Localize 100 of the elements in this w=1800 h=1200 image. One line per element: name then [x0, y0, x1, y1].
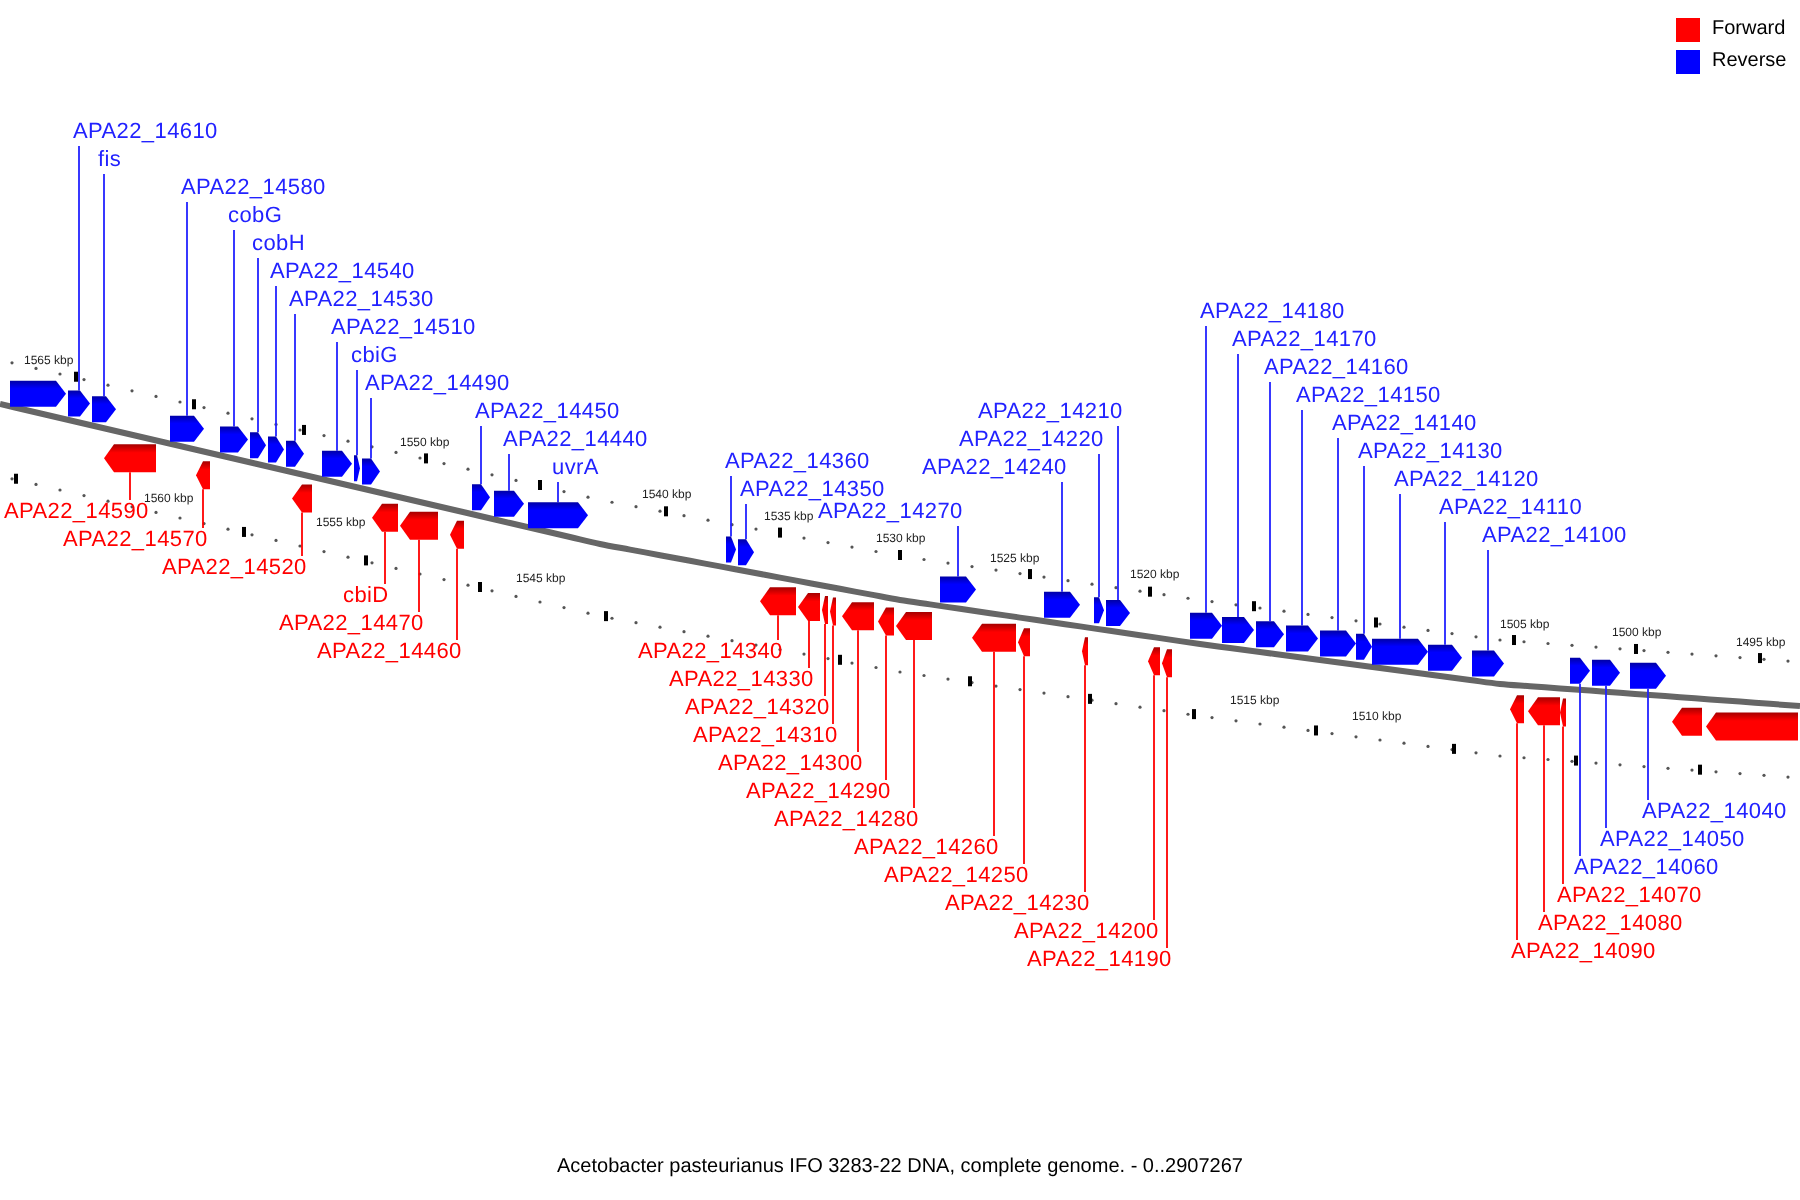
- gene-feature: [362, 458, 380, 485]
- leader-line: [370, 397, 372, 460]
- gene-feature: [1044, 591, 1080, 618]
- leader-line: [1166, 676, 1168, 949]
- gene-label: APA22_14060: [1574, 856, 1719, 882]
- gene-feature: [1570, 657, 1590, 684]
- gene-label: cbiG: [351, 344, 398, 370]
- gene-label: APA22_14470: [279, 612, 424, 638]
- gene-feature: [1148, 647, 1160, 676]
- leader-line: [913, 639, 915, 809]
- gene-label: fis: [98, 148, 122, 174]
- gene-label: APA22_14150: [1296, 384, 1441, 410]
- leader-line: [356, 369, 358, 457]
- leader-line: [418, 538, 420, 613]
- gene-feature: [1528, 697, 1560, 726]
- leader-line: [1023, 655, 1025, 865]
- leader-line: [1337, 437, 1339, 632]
- caption: Acetobacter pasteurianus IFO 3283-22 DNA, complete genome. - 0..2907267: [555, 1156, 1245, 1178]
- leader-line: [1237, 353, 1239, 618]
- gene-label: cbiD: [343, 584, 389, 610]
- gene-label: APA22_14570: [63, 528, 208, 554]
- leader-line: [103, 173, 105, 398]
- gene-label: APA22_14310: [693, 724, 838, 750]
- leader-line: [456, 547, 458, 641]
- leader-line: [1098, 453, 1100, 599]
- leader-line: [1117, 425, 1119, 601]
- gene-label: APA22_14260: [854, 836, 999, 862]
- leader-line: [557, 481, 559, 504]
- gene-label: APA22_14160: [1264, 356, 1409, 382]
- leader-line: [78, 145, 80, 392]
- gene-feature: [1672, 707, 1702, 736]
- gene-label: APA22_14340: [638, 640, 783, 666]
- gene-label: APA22_14110: [1439, 496, 1583, 522]
- gene-label: APA22_14180: [1200, 300, 1345, 326]
- leader-line: [257, 257, 259, 434]
- gene-label: APA22_14230: [945, 892, 1090, 918]
- gene-feature: [292, 484, 312, 513]
- gene-feature: [92, 396, 116, 423]
- gene-label: APA22_14210: [978, 400, 1123, 426]
- gene-label: APA22_14300: [718, 752, 863, 778]
- leader-line: [857, 629, 859, 753]
- legend-label: Reverse: [1712, 48, 1787, 74]
- gene-label: cobG: [228, 204, 283, 230]
- gene-label: uvrA: [552, 456, 599, 482]
- leader-line: [1605, 684, 1607, 829]
- gene-label: APA22_14330: [669, 668, 814, 694]
- gene-feature: [1706, 712, 1798, 741]
- gene-label: APA22_14460: [317, 640, 462, 666]
- leader-line: [508, 453, 510, 492]
- leader-line: [1205, 325, 1207, 614]
- gene-feature: [68, 390, 90, 417]
- gene-label: APA22_14040: [1642, 800, 1787, 826]
- gene-feature: [1222, 617, 1254, 644]
- leader-line: [202, 488, 204, 529]
- gene-label: APA22_14440: [503, 428, 648, 454]
- gene-label: APA22_14240: [922, 456, 1067, 482]
- gene-feature: [842, 602, 874, 631]
- leader-line: [1084, 664, 1086, 893]
- leader-line: [384, 530, 386, 585]
- gene-label: APA22_14090: [1511, 940, 1656, 966]
- gene-label: APA22_14590: [4, 500, 149, 526]
- gene-feature: [940, 576, 976, 603]
- gene-feature: [1190, 612, 1222, 639]
- gene-label: APA22_14580: [181, 176, 326, 202]
- gene-feature: [738, 539, 754, 566]
- leader-line: [1269, 381, 1271, 623]
- leader-line: [480, 425, 482, 486]
- gene-label: APA22_14610: [73, 120, 218, 146]
- leader-line: [1487, 549, 1489, 652]
- leader-line: [1444, 521, 1446, 646]
- leader-line: [1516, 722, 1518, 941]
- gene-label: APA22_14350: [740, 478, 885, 504]
- gene-label: APA22_14360: [725, 450, 870, 476]
- gene-label: APA22_14080: [1538, 912, 1683, 938]
- leader-line: [1061, 481, 1063, 593]
- gene-feature: [400, 511, 438, 540]
- gene-feature: [1162, 649, 1172, 678]
- gene-label: APA22_14270: [818, 500, 963, 526]
- gene-feature: [196, 461, 210, 490]
- gene-feature: [1286, 625, 1318, 652]
- leader-line: [1562, 725, 1564, 885]
- gene-feature: [472, 484, 490, 511]
- leader-line: [1399, 493, 1401, 640]
- gene-feature: [494, 490, 524, 517]
- gene-feature: [1428, 644, 1462, 671]
- gene-label: APA22_14250: [884, 864, 1029, 890]
- gene-feature: [322, 450, 352, 477]
- gene-label: APA22_14130: [1358, 440, 1503, 466]
- gene-label: APA22_14070: [1557, 884, 1702, 910]
- gene-label: APA22_14100: [1482, 524, 1627, 550]
- gene-feature: [1630, 662, 1666, 689]
- gene-feature: [798, 593, 820, 621]
- leader-line: [824, 623, 826, 697]
- leader-line: [294, 313, 296, 442]
- gene-label: APA22_14490: [365, 372, 510, 398]
- gene-label: APA22_14050: [1600, 828, 1745, 854]
- leader-line: [186, 201, 188, 417]
- gene-label: APA22_14540: [270, 260, 415, 286]
- gene-feature: [170, 415, 204, 442]
- leader-line: [832, 624, 834, 725]
